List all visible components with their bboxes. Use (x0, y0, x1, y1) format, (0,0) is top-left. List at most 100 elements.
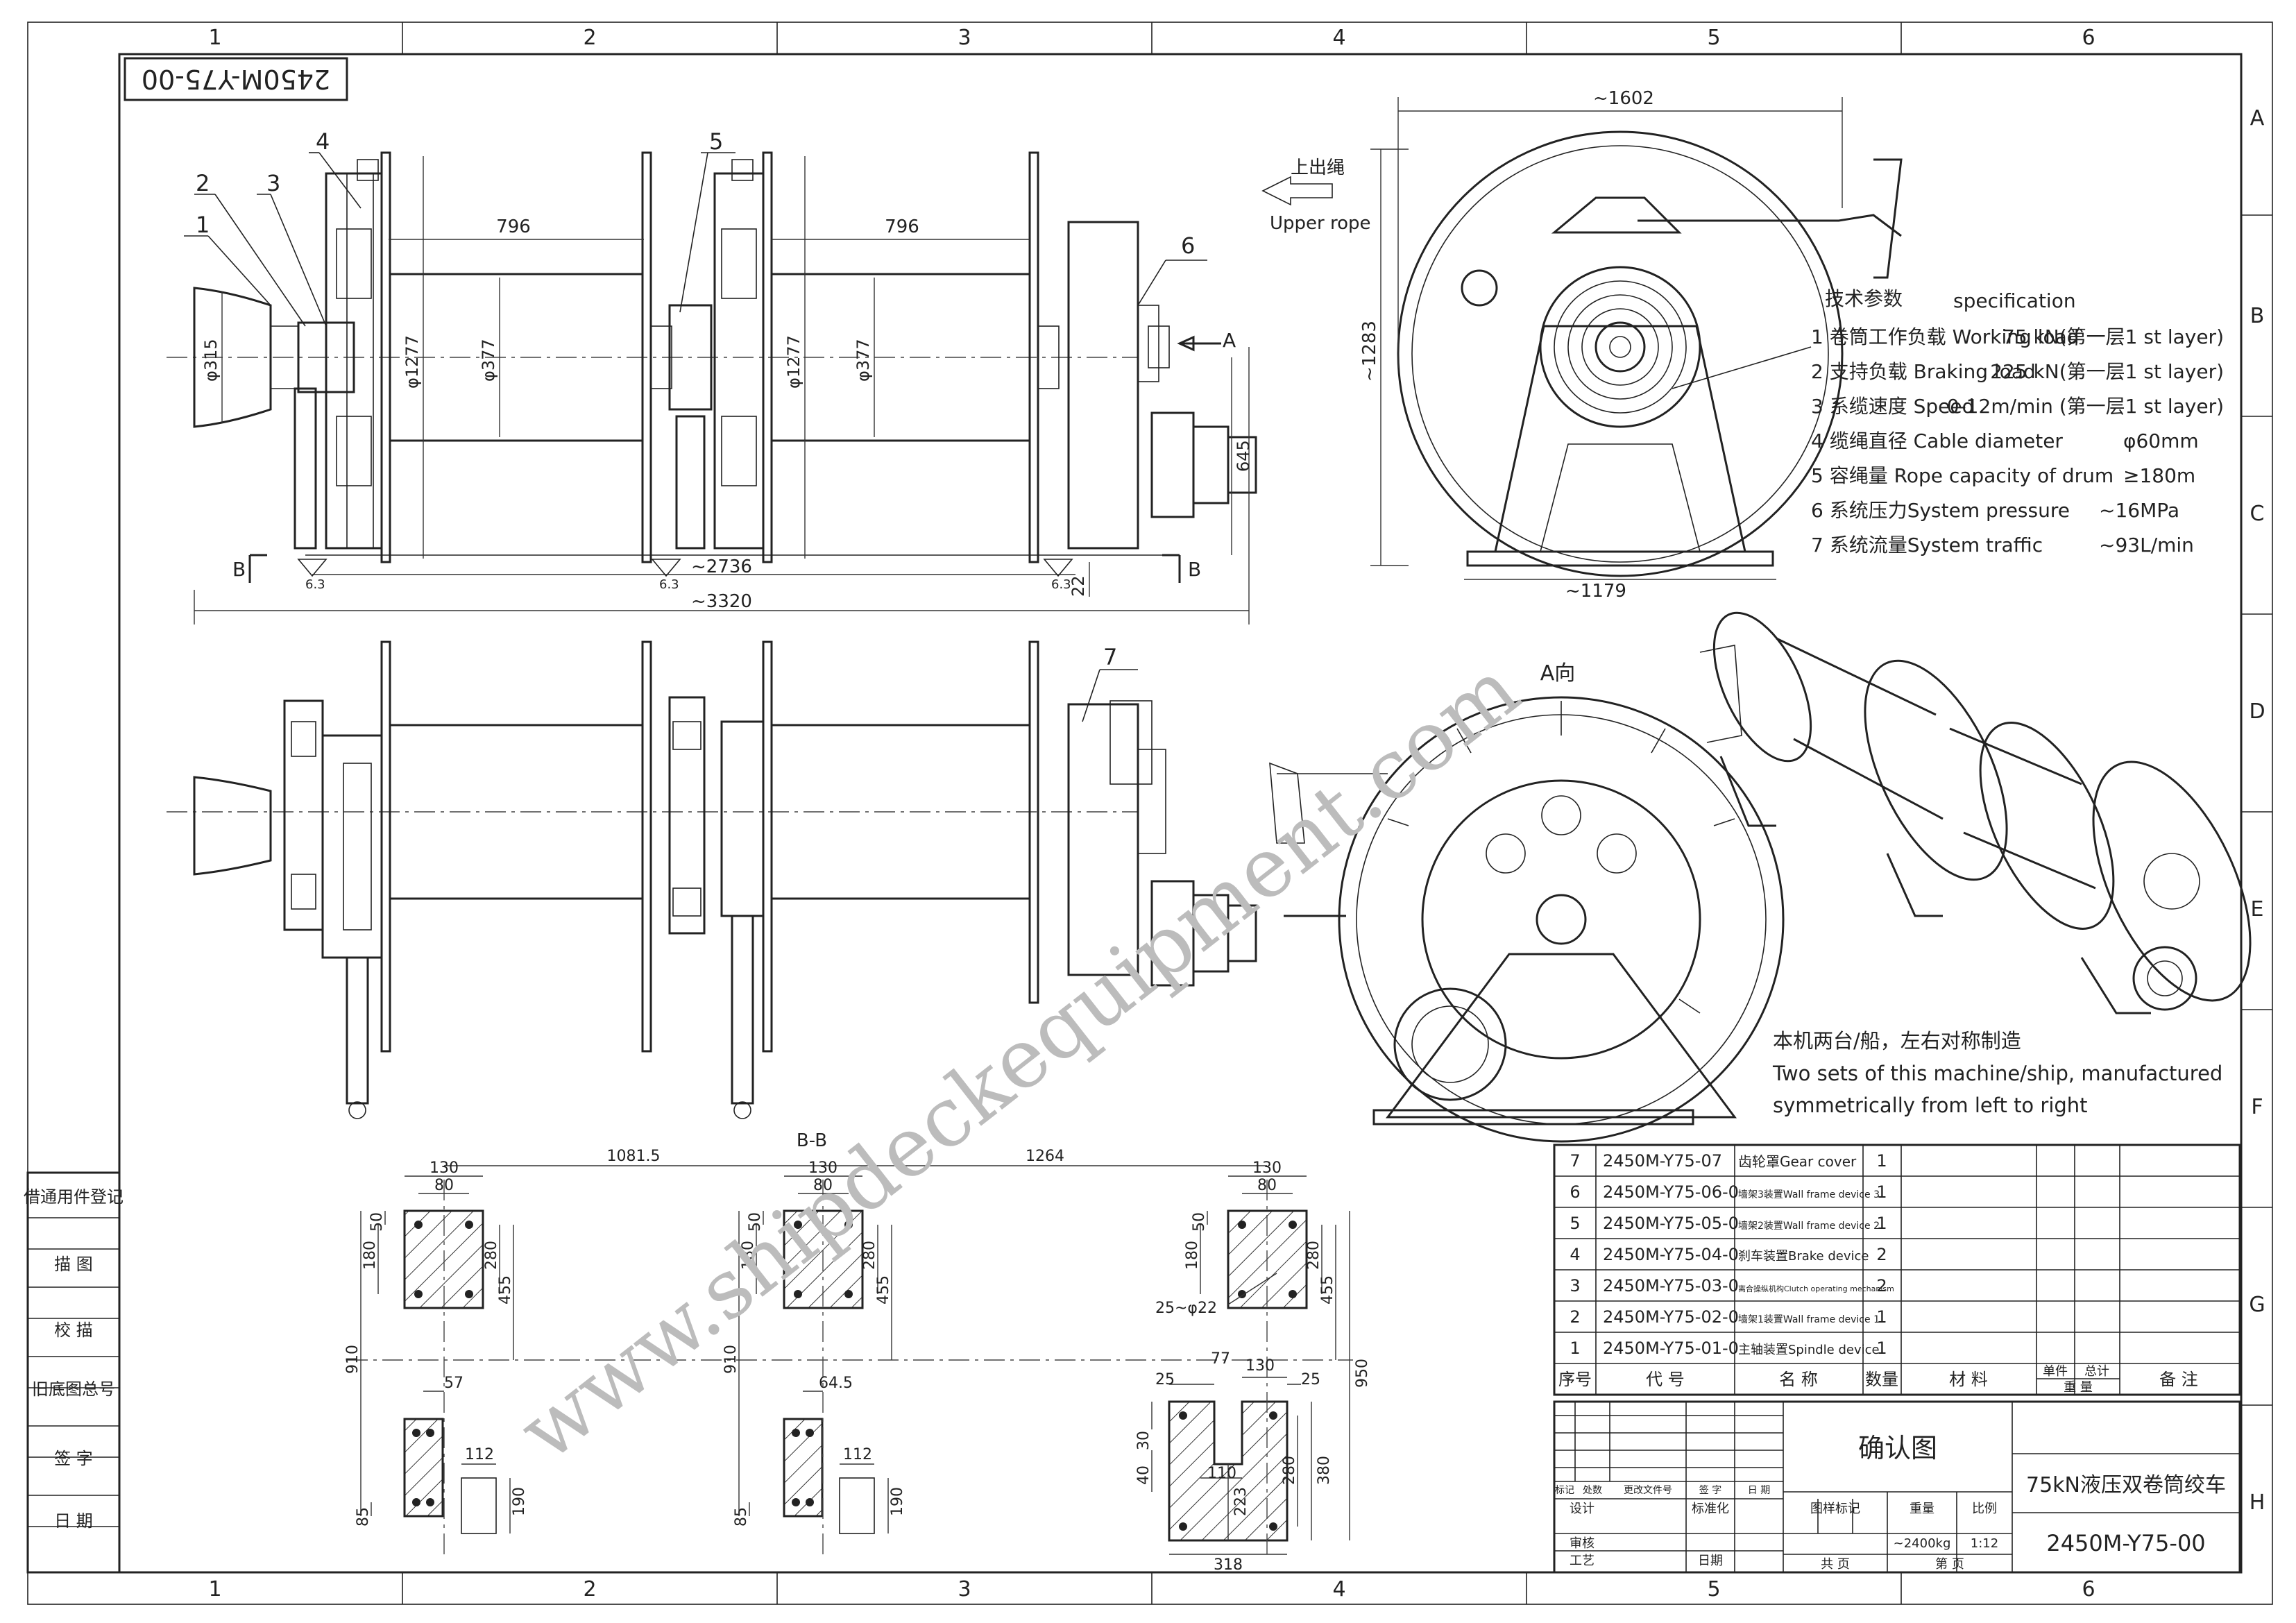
dim-span2: 796 (885, 216, 919, 237)
view-arrow-a: A (1223, 329, 1236, 352)
dim-130-b: 130 (808, 1159, 837, 1177)
bom-code: 2450M-Y75-04-0 (1603, 1245, 1739, 1264)
dim-80-a: 80 (434, 1177, 454, 1194)
dim-57: 57 (444, 1375, 464, 1392)
dim-50-c: 50 (1191, 1212, 1208, 1232)
dim-380: 380 (1316, 1456, 1333, 1485)
col-label: 2 (583, 1577, 596, 1601)
balloon-3: 3 (266, 170, 280, 196)
rev-header-count: 处数 (1583, 1485, 1602, 1496)
bom-header-material: 材 料 (1949, 1370, 1988, 1389)
bom-header-unit: 单件 (2043, 1364, 2068, 1379)
dim-180-c: 180 (1184, 1241, 1201, 1270)
bom-header-qty: 数量 (1865, 1370, 1898, 1389)
row-label: H (2250, 1490, 2265, 1515)
grid-row-labels: A B C D E F G H (2249, 106, 2265, 1515)
col-label: 3 (958, 26, 971, 50)
dim-d1277-a: φ1277 (402, 335, 422, 389)
strip-label: 描 图 (54, 1255, 93, 1274)
dim-25-a: 25 (1155, 1371, 1175, 1388)
spec-title-en: specification (1953, 289, 2076, 312)
bom-qty: 2 (1876, 1276, 1887, 1295)
spec-label-7: 7 系统流量System traffic (1811, 534, 2043, 556)
bom-header-name: 名 称 (1779, 1370, 1818, 1389)
rev-header-mark: 标记 (1555, 1485, 1574, 1496)
dim-910-b: 910 (722, 1345, 740, 1374)
bom-qty: 2 (1876, 1245, 1887, 1264)
dim-280-a: 280 (483, 1241, 500, 1270)
left-side-strip: 借通用件登记 描 图 校 描 旧底图总号 签 字 日 期 (24, 1171, 124, 1574)
mount-pad (783, 1418, 824, 1518)
grid-column-labels-top: 1 2 3 4 5 6 (208, 26, 2095, 50)
upper-rope-cn: 上出绳 (1291, 158, 1345, 178)
col-label: 5 (1707, 26, 1720, 50)
dim-455-c: 455 (1319, 1275, 1336, 1305)
watermark: www.shipdeckequipment.com (501, 641, 1536, 1479)
dim-50-a: 50 (368, 1212, 386, 1232)
spec-value-7: ~93L/min (2099, 534, 2194, 556)
dim-1602: ~1602 (1593, 88, 1654, 109)
bom-code: 2450M-Y75-02-0 (1603, 1307, 1739, 1327)
dim-280-b: 280 (861, 1241, 878, 1270)
weight-value: ~2400kg (1894, 1536, 1951, 1551)
top-view: 7 (167, 640, 1257, 1119)
col-label: 1 (208, 1577, 221, 1601)
dim-holes: 25~φ22 (1155, 1300, 1217, 1317)
mount-pad (403, 1418, 444, 1518)
dim-85-a: 85 (355, 1507, 372, 1527)
note-en-1: Two sets of this machine/ship, manufactu… (1772, 1062, 2222, 1085)
spec-label-3: 3 系缆速度 Speed (1811, 395, 1974, 418)
process-label: 工艺 (1570, 1554, 1595, 1568)
col-label: 2 (583, 26, 596, 50)
bom-header-code: 代 号 (1646, 1370, 1685, 1389)
bom-qty: 1 (1876, 1214, 1887, 1233)
row-label: B (2250, 304, 2265, 328)
section-mark-b-left: B (232, 558, 246, 581)
dim-318: 318 (1214, 1556, 1243, 1574)
col-label: 6 (2082, 1577, 2095, 1601)
dim-30: 30 (1135, 1431, 1153, 1450)
dim-d315: φ315 (201, 339, 221, 382)
stage-label: 图样标记 (1810, 1502, 1860, 1516)
col-label: 4 (1332, 1577, 1345, 1601)
dim-112-b: 112 (843, 1446, 872, 1463)
dim-1264: 1264 (1026, 1148, 1064, 1165)
drawing-number-rotated: 2450M-Y75-00 (142, 64, 330, 94)
strip-label: 日 期 (54, 1511, 93, 1531)
row-label: C (2250, 502, 2265, 526)
row-label: F (2251, 1095, 2263, 1119)
note-en-2: symmetrically from left to right (1773, 1094, 2088, 1117)
dim-130-c: 130 (1252, 1159, 1282, 1177)
dim-25-b: 25 (1301, 1371, 1320, 1388)
spec-value-1: 75 kN(第一层1 st layer) (2002, 325, 2224, 348)
bom-name: 主轴装置Spindle device (1738, 1343, 1880, 1357)
bom-code: 2450M-Y75-05-0 (1603, 1214, 1739, 1233)
col-label: 1 (208, 26, 221, 50)
bom-qty: 1 (1876, 1339, 1887, 1358)
side-view: ~1602 ~1283 ~1179 (1359, 88, 1903, 602)
bom-name: 墙架3装置Wall frame device 3 (1738, 1189, 1880, 1200)
spec-label-1: 1 卷筒工作负载 Working load (1811, 325, 2080, 348)
section-bb-title: B-B (797, 1130, 827, 1151)
reviewer-label: 审核 (1570, 1536, 1595, 1551)
row-label: A (2250, 106, 2265, 130)
balloon-1: 1 (196, 212, 210, 238)
dim-77: 77 (1211, 1350, 1230, 1368)
bom-no: 3 (1570, 1276, 1580, 1295)
drawing-number-box: 2450M-Y75-00 (124, 57, 348, 101)
date-label: 日期 (1698, 1554, 1723, 1568)
bom-qty: 1 (1876, 1307, 1887, 1327)
dim-64-5: 64.5 (819, 1375, 853, 1392)
sheet-number: 第 页 (1935, 1557, 1964, 1572)
dim-910-a: 910 (344, 1345, 362, 1374)
dim-190-b: 190 (889, 1487, 906, 1516)
specification: 技术参数 specification 1 卷筒工作负载 Working load… (1811, 287, 2224, 556)
dim-112-a: 112 (465, 1446, 494, 1463)
col-label: 4 (1332, 26, 1345, 50)
upper-rope-en: Upper rope (1270, 213, 1371, 234)
dim-645: 645 (1234, 440, 1253, 472)
dim-223: 223 (1232, 1487, 1250, 1516)
dim-d377-b: φ377 (853, 339, 873, 382)
bill-of-materials: 7 2450M-Y75-07 齿轮罩Gear cover 1 6 2450M-Y… (1553, 1144, 2241, 1396)
dim-22: 22 (1069, 575, 1088, 597)
